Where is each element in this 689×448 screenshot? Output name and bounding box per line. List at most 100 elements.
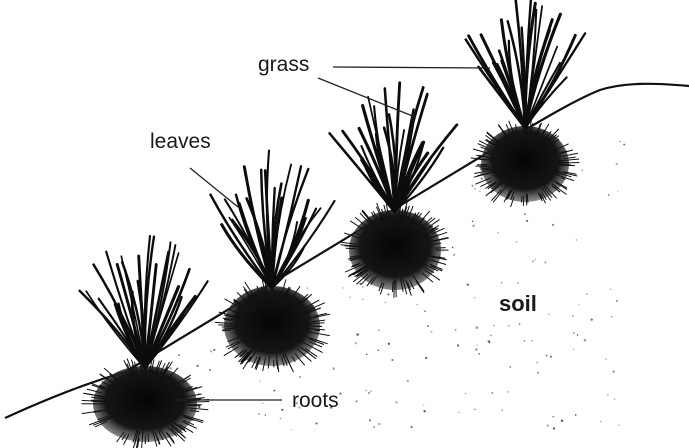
soil-dot — [616, 163, 618, 165]
soil-dot — [411, 426, 413, 428]
root-strand — [393, 282, 394, 292]
soil-dot — [457, 344, 459, 346]
soil-dot — [481, 178, 483, 180]
soil-dot — [424, 310, 426, 312]
soil-dot — [356, 400, 358, 402]
soil-dot — [600, 421, 601, 422]
soil-dot — [427, 325, 429, 327]
soil-dot — [493, 325, 495, 327]
soil-dot — [210, 350, 212, 352]
soil-dot — [614, 398, 616, 400]
soil-dot — [477, 344, 478, 345]
soil-dot — [373, 426, 375, 428]
soil-dot — [476, 326, 479, 329]
soil-dot — [407, 380, 409, 382]
soil-dot — [524, 340, 525, 341]
leaves-label: leaves — [150, 131, 211, 152]
soil-dot — [579, 304, 580, 305]
soil-dot — [550, 356, 552, 358]
soil-dot — [553, 427, 555, 429]
soil-dot — [467, 283, 469, 285]
soil-dot — [612, 370, 615, 373]
soil-dot — [262, 403, 263, 404]
root-strand — [521, 196, 522, 203]
soil-dot — [619, 141, 620, 142]
soil-dot — [610, 289, 611, 290]
soil-dot — [591, 318, 593, 320]
soil-dot — [452, 247, 454, 249]
soil-dot — [431, 331, 433, 333]
soil-dot — [368, 392, 370, 394]
soil-dot — [544, 261, 546, 263]
root-strand — [480, 167, 490, 168]
soil-dot — [299, 376, 301, 378]
soil-dot — [213, 349, 215, 351]
soil-dot — [423, 404, 424, 405]
soil-dot — [198, 393, 200, 395]
soil-dot — [388, 343, 390, 345]
soil-dot — [362, 299, 363, 300]
soil-dot — [291, 429, 292, 430]
leader-grass-1 — [333, 67, 490, 68]
ground-line — [5, 84, 689, 418]
soil-dot — [395, 401, 398, 404]
soil-dot — [474, 188, 475, 189]
root-clump — [481, 126, 569, 202]
soil-dot — [355, 342, 357, 344]
soil-dot — [315, 422, 317, 424]
soil-dot — [526, 220, 528, 222]
soil-dot — [169, 367, 172, 370]
soil-dot — [356, 333, 359, 336]
soil-dot — [423, 410, 425, 412]
soil-dot — [617, 191, 618, 192]
soil-dot — [524, 213, 526, 215]
soil-dot — [561, 420, 564, 423]
soil-dot — [442, 251, 443, 252]
soil-dot — [260, 380, 261, 381]
roots-label: roots — [292, 390, 339, 411]
soil-dot — [507, 391, 509, 393]
root-strand — [557, 162, 569, 163]
soil-dot — [618, 425, 620, 427]
soil-dot — [548, 314, 549, 315]
soil-dot — [479, 191, 480, 192]
soil-dot — [605, 359, 606, 360]
soil-dot — [455, 329, 456, 330]
soil-dot — [478, 353, 480, 355]
root-clump — [93, 366, 197, 442]
soil-dot — [490, 335, 491, 336]
soil-dot — [586, 293, 588, 295]
soil-dot — [370, 390, 371, 391]
soil-dot — [472, 221, 473, 222]
soil-dot — [258, 413, 260, 415]
root-strand — [527, 126, 528, 135]
soil-dot — [508, 325, 510, 327]
soil-dot — [547, 424, 549, 426]
soil-dot — [475, 348, 477, 350]
root-strand — [560, 165, 575, 166]
soil-dot — [531, 340, 532, 341]
soil-dot — [387, 293, 389, 295]
soil-dot — [573, 349, 574, 350]
root-strand — [435, 248, 446, 249]
soil-dot — [552, 224, 554, 226]
soil-dot — [196, 365, 199, 368]
soil-dot — [488, 340, 491, 343]
soil-dot — [342, 287, 344, 289]
soil-dot — [474, 409, 475, 410]
soil-dot — [378, 329, 380, 331]
soil-dot — [209, 369, 211, 371]
soil-dot — [385, 302, 386, 303]
soil-dot — [458, 412, 459, 413]
soil-dot — [501, 282, 503, 284]
soil-dot — [474, 297, 476, 299]
soil-dot — [577, 334, 579, 336]
soil-dot — [366, 353, 368, 355]
root-strand — [527, 194, 528, 203]
soil-dot — [178, 354, 180, 356]
soil-dot — [333, 367, 335, 369]
soil-dot — [502, 410, 503, 411]
soil-dot — [623, 144, 625, 146]
root-strand — [526, 194, 527, 206]
